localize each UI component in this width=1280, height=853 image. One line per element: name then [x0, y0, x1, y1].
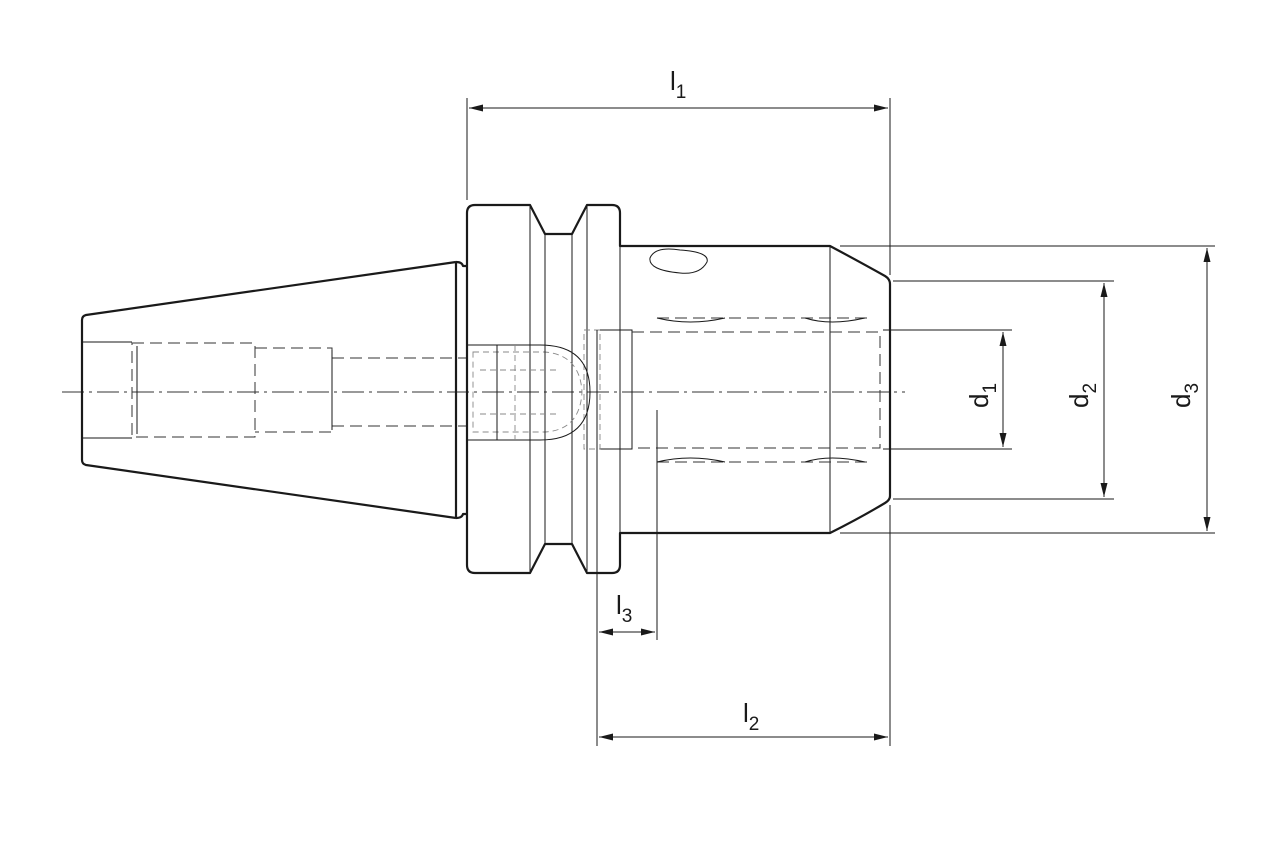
flange-edges: [529, 205, 831, 573]
label-l1: l1: [670, 66, 686, 103]
label-d1: d1: [964, 383, 1001, 408]
label-d2: d2: [1064, 383, 1101, 408]
drive-slot: [649, 248, 708, 274]
retention-bore-hidden: [467, 344, 591, 441]
extension-lines: [466, 98, 1215, 746]
taper-shank: [80, 260, 467, 520]
collet-bore-hidden: [583, 317, 881, 640]
label-d3: d3: [1166, 383, 1203, 408]
label-l2: l2: [743, 698, 759, 735]
label-l3: l3: [616, 590, 632, 627]
